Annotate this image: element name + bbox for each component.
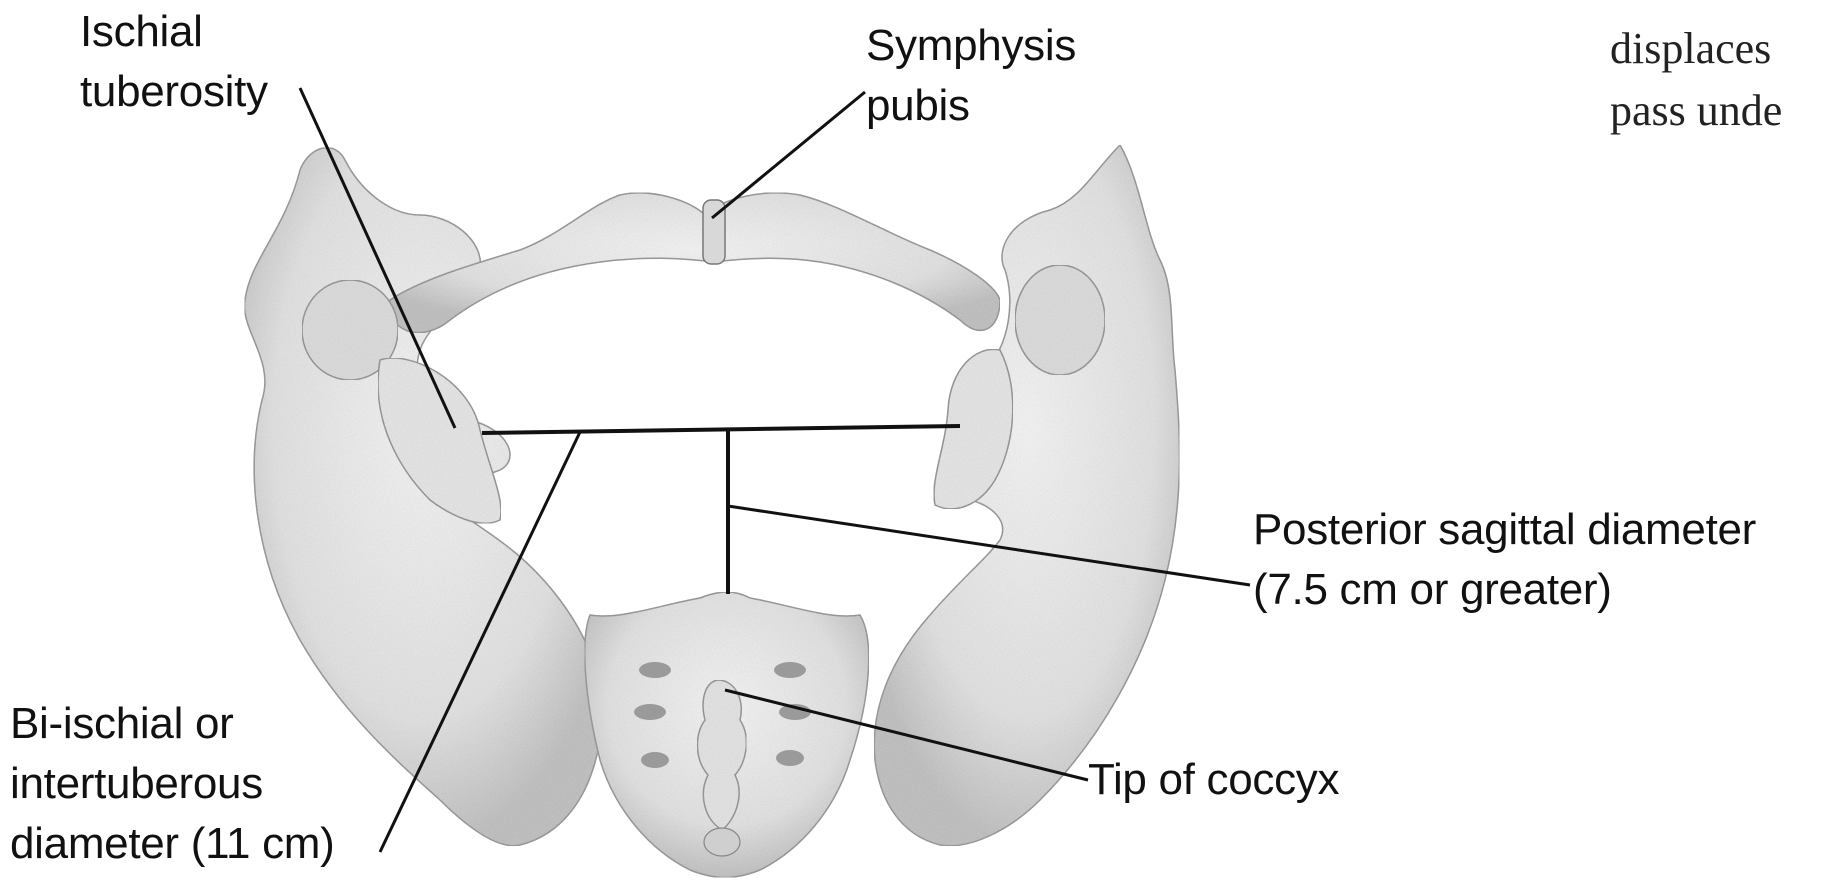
label-symphysis-pubis: Symphysis pubis (866, 16, 1076, 136)
right-acetabulum (1015, 265, 1105, 375)
book-text-fragment: displaces pass unde (1610, 18, 1782, 142)
sacral-foramen (641, 752, 669, 768)
sacral-foramen (774, 662, 806, 678)
pubic-arch (390, 193, 1000, 333)
label-bi-ischial-diameter: Bi-ischial or intertuberous diameter (11… (10, 694, 334, 874)
sacral-foramen (634, 704, 666, 720)
sacral-foramen (639, 662, 671, 678)
label-tip-of-coccyx: Tip of coccyx (1088, 750, 1339, 810)
coccyx-tip (704, 828, 740, 856)
label-ischial-tuberosity: Ischial tuberosity (80, 2, 268, 122)
bi-ischial-line (482, 426, 960, 433)
label-posterior-sagittal-diameter: Posterior sagittal diameter (7.5 cm or g… (1253, 500, 1756, 620)
sacral-foramen (776, 750, 804, 766)
